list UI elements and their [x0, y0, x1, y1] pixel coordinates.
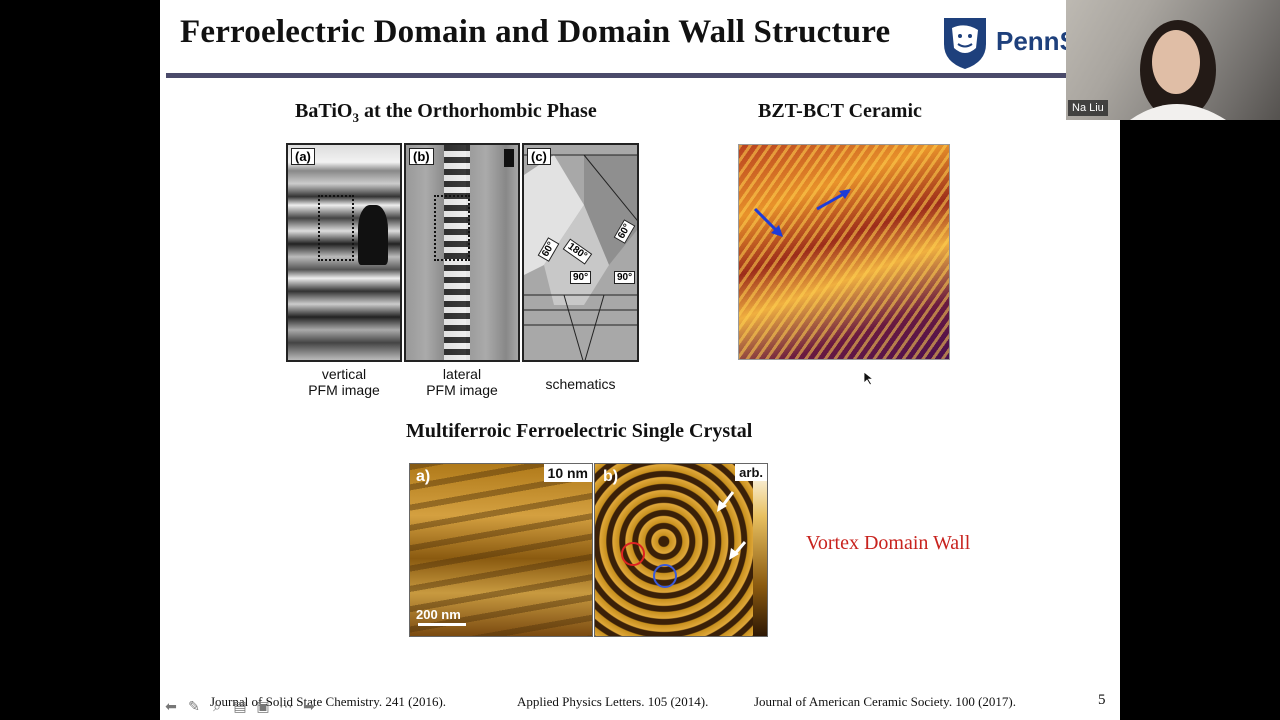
- batio3-title: BaTiO3 at the Orthorhombic Phase: [295, 100, 597, 125]
- bzt-bct-image: [738, 144, 950, 360]
- white-arrows: [717, 491, 747, 560]
- height-scale-label: 10 nm: [543, 464, 592, 482]
- panel-label-c: (c): [527, 148, 551, 165]
- lateral-pfm-image: (b): [404, 143, 520, 362]
- scale-bar: [418, 623, 466, 626]
- reference-3: Journal of American Ceramic Society. 100…: [754, 694, 1016, 709]
- scale-bar-label: 200 nm: [416, 607, 461, 622]
- colorbar-label: arb.: [735, 464, 767, 481]
- polarization-arrows: [753, 189, 851, 237]
- penn-state-logo: PennS: [940, 14, 1120, 72]
- vertical-pfm-image: (a): [286, 143, 402, 362]
- angle-label: 90°: [614, 271, 636, 284]
- reference-2: Applied Physics Letters. 105 (2014).: [517, 694, 709, 709]
- panel-label-b: (b): [409, 148, 434, 165]
- panel-label-b: b): [603, 468, 619, 485]
- slide-title: Ferroelectric Domain and Domain Wall Str…: [180, 14, 891, 50]
- video-off-icon[interactable]: ▣: [256, 699, 270, 715]
- multiferroic-title: Multiferroic Ferroelectric Single Crysta…: [406, 420, 753, 442]
- panel-label-a: a): [416, 468, 431, 485]
- caption-schematics: schematics: [545, 376, 616, 392]
- page-number: 5: [1098, 692, 1106, 708]
- mouse-cursor-icon: [864, 372, 874, 386]
- pen-icon[interactable]: ✎: [188, 699, 200, 715]
- participant-video[interactable]: Na Liu: [1066, 0, 1280, 120]
- panel-label-a: (a): [291, 148, 315, 165]
- captions-icon[interactable]: ▤: [233, 699, 247, 715]
- slide: Ferroelectric Domain and Domain Wall Str…: [160, 0, 1120, 720]
- schematics-image: (c) 180° 60° 60° 90° 90°: [522, 143, 639, 362]
- highlight-box: [318, 195, 354, 261]
- previous-slide-icon[interactable]: ⬅: [165, 699, 177, 715]
- probe-icon: [504, 149, 514, 167]
- pfm-vortex-image: b) arb.: [594, 463, 768, 637]
- colorbar: [753, 464, 767, 636]
- logo-text: PennS: [996, 26, 1077, 56]
- zoom-icon[interactable]: ⌕: [213, 699, 221, 715]
- more-options-icon[interactable]: ⋯: [279, 699, 293, 715]
- domain-stripes: [444, 145, 470, 360]
- caption-vertical: vertical PFM image: [308, 366, 380, 398]
- bzt-bct-title: BZT-BCT Ceramic: [758, 100, 922, 122]
- presentation-controls: ⬅ ✎ ⌕ ▤ ▣ ⋯ ➡: [162, 698, 318, 718]
- highlight-box: [434, 195, 470, 261]
- next-slide-icon[interactable]: ➡: [303, 699, 315, 715]
- vortex-marker-blue: [653, 564, 677, 588]
- vortex-domain-wall-label: Vortex Domain Wall: [806, 532, 971, 554]
- vortex-marker-red: [621, 542, 645, 566]
- participant-silhouette: [1130, 20, 1226, 120]
- participant-name-tag: Na Liu: [1068, 100, 1108, 116]
- caption-lateral: lateral PFM image: [426, 366, 498, 398]
- afm-topography-image: a) 10 nm 200 nm: [409, 463, 593, 637]
- angle-label: 90°: [570, 271, 592, 284]
- shield-logo-icon: [944, 18, 986, 69]
- dark-domain: [358, 205, 388, 265]
- title-divider: [166, 73, 1120, 78]
- reference-1: Journal of Solid State Chemistry. 241 (2…: [210, 694, 447, 709]
